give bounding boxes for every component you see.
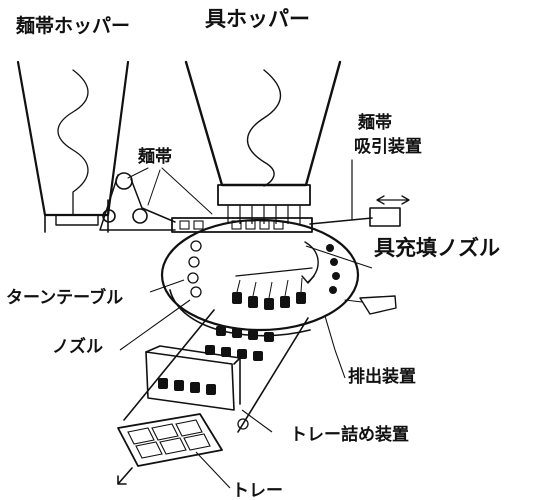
tray-packing-device bbox=[145, 345, 249, 430]
label-suction-device-line1: 麺帯 bbox=[357, 112, 392, 133]
label-noodle-hopper: 麺帯ホッパー bbox=[15, 14, 130, 37]
leader-lines bbox=[119, 245, 373, 489]
tray bbox=[117, 413, 223, 485]
label-noodle-sheet: 麺帯 bbox=[137, 146, 172, 167]
label-suction-device-line2: 吸引装置 bbox=[354, 136, 422, 157]
suction-device bbox=[309, 159, 410, 227]
ingredient-hopper bbox=[184, 60, 342, 224]
label-nozzle: ノズル bbox=[52, 336, 103, 357]
label-tray: トレー bbox=[232, 481, 283, 500]
turntable bbox=[160, 218, 360, 337]
label-discharge-device: 排出装置 bbox=[348, 366, 416, 387]
label-tray-packing-device: トレー詰め装置 bbox=[290, 424, 409, 445]
label-filling-nozzle: 具充填ノズル bbox=[374, 236, 500, 260]
label-ingredient-hopper: 具ホッパー bbox=[205, 7, 310, 31]
noodle-sheet-path bbox=[99, 167, 313, 233]
noodle-hopper bbox=[16, 60, 130, 233]
discharge-part bbox=[344, 295, 397, 315]
label-turntable: ターンテーブル bbox=[6, 287, 123, 308]
